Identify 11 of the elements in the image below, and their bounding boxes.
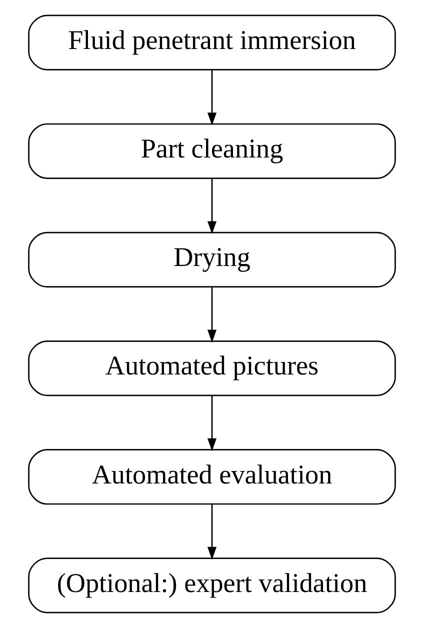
arrow — [207, 286, 217, 343]
arrow — [207, 70, 217, 126]
arrow — [207, 395, 217, 452]
node-box: Automated evaluation — [28, 449, 396, 505]
node-box: Drying — [28, 232, 396, 288]
node-box: Fluid penetrant immersion — [28, 14, 396, 70]
node-box: Automated pictures — [28, 340, 396, 396]
arrow — [207, 504, 217, 560]
arrow — [207, 178, 217, 234]
node-box: Part cleaning — [28, 123, 396, 179]
node-box: (Optional:) expert validation — [28, 558, 396, 614]
